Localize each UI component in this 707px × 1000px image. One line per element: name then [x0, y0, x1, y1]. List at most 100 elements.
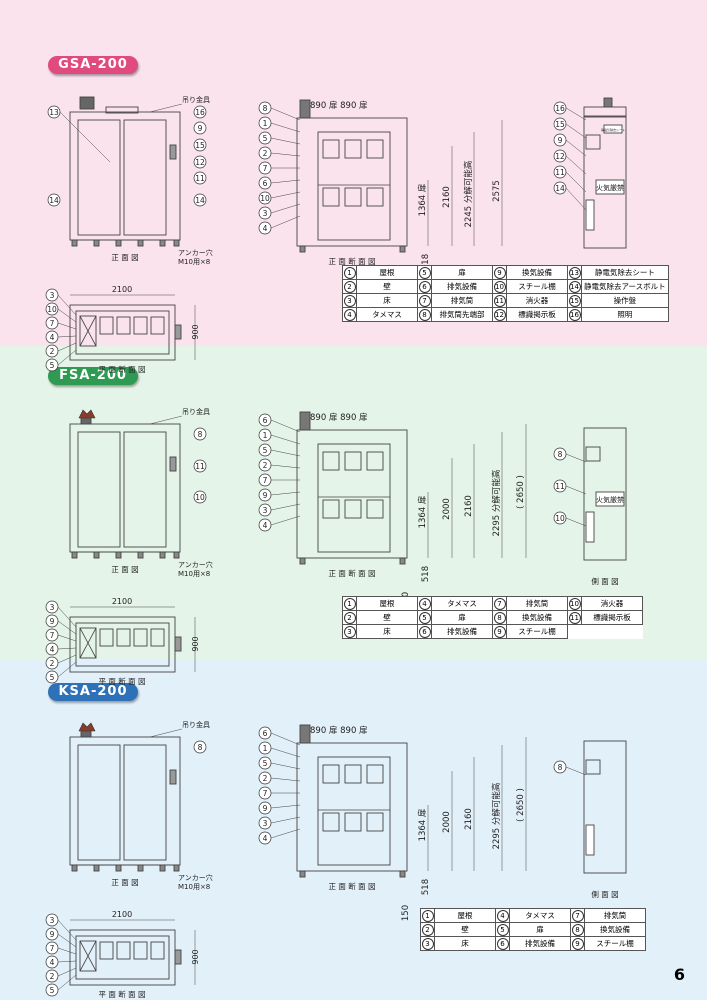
callout-leader	[270, 419, 301, 433]
legend-number-circle: 4	[343, 308, 356, 321]
legend-part-name: 扉	[509, 922, 571, 937]
section-drum	[344, 764, 362, 784]
legend-number: 5	[417, 610, 432, 625]
legend-part-name: 操作盤	[581, 293, 669, 308]
callout-circle	[45, 358, 59, 372]
callout-number: 14	[49, 196, 59, 205]
height-dimension: 2000	[442, 498, 452, 520]
front-anchor-foot	[173, 864, 180, 872]
legend-number-circle: 1	[343, 266, 356, 279]
legend-number-circle: 9	[493, 625, 506, 638]
callout-leader	[270, 503, 301, 511]
side-extinguisher	[585, 511, 595, 543]
section-exhaust-stack	[299, 411, 311, 431]
plan-drum	[116, 941, 131, 960]
side-view-body	[583, 740, 627, 874]
callout-number: 3	[50, 603, 55, 612]
callout-leader	[57, 933, 77, 948]
callout-number: 4	[263, 224, 268, 233]
callout-leader	[270, 491, 301, 496]
front-anchor-foot	[159, 239, 166, 247]
section-drum	[322, 812, 340, 832]
callout-leader	[59, 111, 111, 163]
front-door-right	[123, 431, 167, 548]
callout-leader	[270, 215, 301, 229]
callout-leader	[270, 137, 301, 145]
callout-circle	[553, 133, 567, 147]
callout-number: 10	[195, 493, 205, 502]
side-view-title: 側 面 図	[591, 889, 618, 899]
callout-circle	[553, 479, 567, 493]
exhaust-head	[79, 96, 95, 110]
front-view-body	[69, 736, 181, 866]
plan-drum	[150, 941, 165, 960]
callout-leader	[270, 434, 301, 445]
plan-vent	[174, 949, 182, 965]
hanger-label: 吊り金具	[182, 407, 210, 416]
height-dimension: 1364 扉	[417, 496, 428, 529]
callout-circle	[258, 741, 272, 755]
plan-drum	[150, 628, 165, 647]
plan-drum	[99, 941, 114, 960]
callout-leader	[57, 947, 77, 955]
ventilation-unit	[169, 769, 177, 785]
height-dimension: 2245 分解可能高	[463, 161, 474, 228]
callout-circle	[258, 101, 272, 115]
depth-dimension: 900	[191, 324, 200, 339]
callout-number: 5	[50, 673, 55, 682]
plan-view-title: 平 面 断 面 図	[98, 364, 145, 374]
plan-drum	[116, 628, 131, 647]
callout-number: 14	[195, 196, 205, 205]
plan-view-body	[69, 304, 176, 361]
callout-circle	[258, 131, 272, 145]
legend-number-circle: 2	[421, 923, 434, 936]
section-shelf-frame	[317, 131, 391, 241]
callout-number: 6	[263, 729, 268, 738]
callout-number: 9	[263, 491, 268, 500]
anchor-label: アンカー穴	[178, 873, 213, 882]
legend-number: 13	[567, 265, 582, 280]
callout-leader	[57, 661, 77, 678]
legend-part-name: タメマス	[356, 307, 418, 322]
callout-circle	[45, 288, 59, 302]
ventilation-unit	[169, 144, 177, 160]
legend-part-name: スチール棚	[506, 279, 568, 294]
legend-part-name: 壁	[356, 610, 418, 625]
section-drum	[344, 139, 362, 159]
callout-number: 4	[50, 958, 55, 967]
legend-number-circle: 9	[571, 937, 584, 950]
callout-circle	[45, 941, 59, 955]
drawing-line	[79, 315, 97, 347]
exhaust-cap-icon	[78, 722, 96, 732]
legend-number: 1	[420, 908, 435, 923]
legend-number-circle: 11	[493, 294, 506, 307]
height-dimension: 2160	[464, 495, 474, 517]
callout-circle	[258, 756, 272, 770]
legend-part-name: スチール棚	[506, 624, 568, 639]
callout-circle	[553, 511, 567, 525]
callout-circle	[553, 447, 567, 461]
height-dimension: 2160	[464, 808, 474, 830]
section-drum	[366, 764, 384, 784]
side-panel	[585, 759, 601, 775]
legend-part-name: 排気筒	[431, 293, 493, 308]
plan-drum	[133, 941, 148, 960]
section-view-title: 正 面 断 面 図	[328, 881, 375, 891]
section-drum	[366, 812, 384, 832]
legend-number: 7	[570, 908, 585, 923]
height-dimension: 2000	[442, 811, 452, 833]
legend-number-circle: 6	[418, 625, 431, 638]
callout-circle	[193, 138, 207, 152]
callout-leader	[565, 107, 587, 121]
callout-leader	[57, 654, 77, 664]
callout-leader	[57, 294, 77, 316]
legend-part-name: 標識掲示板	[581, 610, 643, 625]
legend-number: 2	[342, 610, 357, 625]
section-drum	[366, 187, 384, 207]
callout-leader	[270, 203, 301, 214]
